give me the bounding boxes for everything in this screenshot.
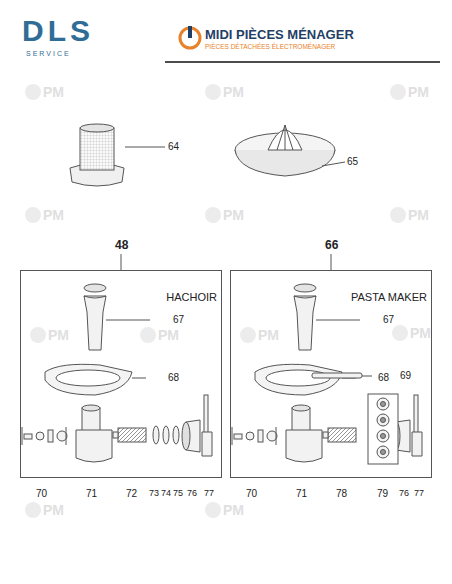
watermark-circle [205,502,221,518]
watermark-circles [25,84,408,518]
callout-number: 77 [414,489,424,498]
group-heading: PASTA MAKER [351,291,427,303]
callout-number: 71 [86,489,97,499]
watermark: PM [158,328,179,342]
callout-number: 75 [173,489,183,498]
callout-number: 67 [173,315,184,325]
leader-line [121,254,122,270]
watermark-circle [240,327,256,343]
brand-logo: DLS [22,16,94,46]
watermark-circle [30,327,46,343]
brand-tagline: SERVICE [26,50,71,57]
callout-number: 65 [347,157,358,167]
watermark: PM [223,85,244,99]
watermark-circle [390,84,406,100]
group-number: 66 [325,238,338,252]
callout-number: 73 [149,489,159,498]
callout-number: 70 [36,489,47,499]
leader-line [331,254,332,270]
callout-number: 77 [204,489,214,498]
watermark: PM [408,208,429,222]
watermark-circle [392,325,408,341]
watermark-circle [205,84,221,100]
mincer-parts [22,284,212,462]
watermark: PM [43,503,64,517]
group-number: 48 [115,238,128,252]
callout-number: 69 [400,371,411,381]
logo [165,26,440,62]
watermark-circle [25,207,41,223]
callout-number: 64 [168,142,179,152]
watermark: PM [223,208,244,222]
watermark-circle [25,502,41,518]
watermark: PM [43,85,64,99]
watermark-circle [25,84,41,100]
strainer-part [70,124,165,186]
pasta-extras [312,373,398,464]
callout-number: 68 [168,373,179,383]
watermark-circle [140,327,156,343]
watermark: PM [223,503,244,517]
brand-name: MIDI PIÈCES MÉNAGER [205,28,354,41]
callout-number: 71 [296,489,307,499]
juicer-part [235,125,345,176]
group-box: 48HACHOIR [20,270,222,478]
brand-subtitle: PIÈCES DÉTACHÉES ÉLECTROMÉNAGER [205,44,335,51]
header-rule [165,61,440,63]
callout-number: 72 [126,489,137,499]
callout-number: 67 [383,315,394,325]
watermark: PM [258,328,279,342]
callout-number: 70 [246,489,257,499]
watermark-circle [390,207,406,223]
callout-number: 76 [187,489,197,498]
callout-number: 79 [377,489,388,499]
watermark: PM [43,208,64,222]
callout-number: 74 [161,489,171,498]
watermark: PM [410,326,431,340]
watermark: PM [408,85,429,99]
watermark-circle [205,207,221,223]
callout-number: 78 [336,489,347,499]
watermark: PM [48,328,69,342]
group-heading: HACHOIR [166,291,217,303]
callout-number: 76 [399,489,409,498]
logo-bar [188,26,192,38]
callout-number: 68 [378,373,389,383]
